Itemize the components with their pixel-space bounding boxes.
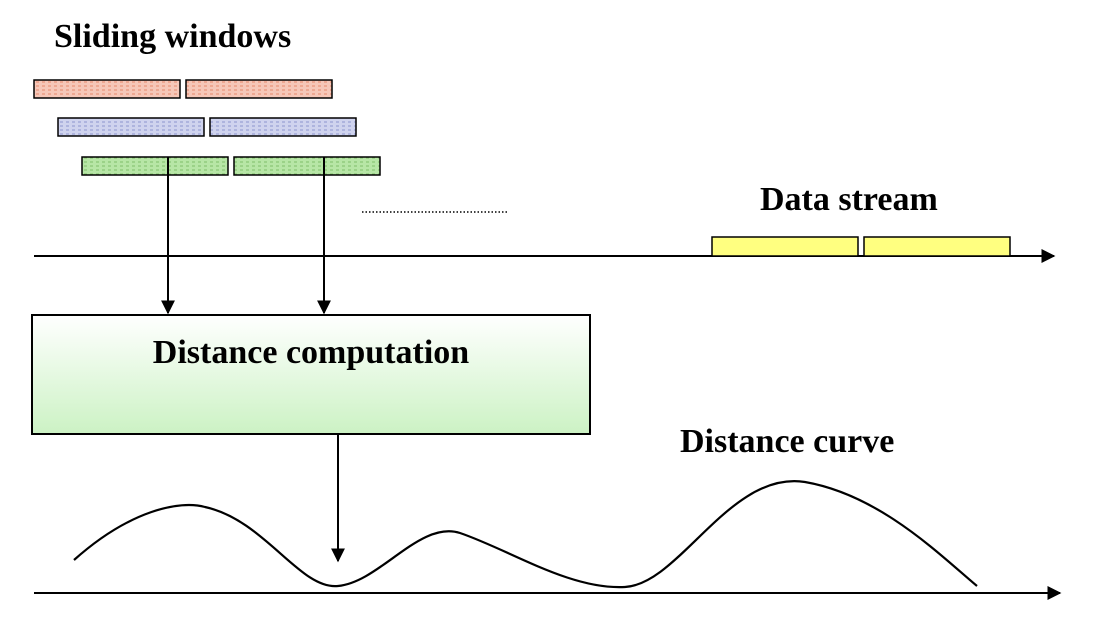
sliding-window-red-2 <box>185 79 333 99</box>
sliding-window-green-1 <box>81 156 229 176</box>
sliding-windows-label: Sliding windows <box>54 18 291 55</box>
data-stream-label: Data stream <box>760 181 938 218</box>
distance-curve-label: Distance curve <box>680 423 894 460</box>
distance-computation-label: Distance computation <box>153 334 469 371</box>
data-block-1 <box>711 236 859 257</box>
distance-computation-box <box>31 314 591 435</box>
distance-curve <box>73 480 978 589</box>
sliding-window-blue-1 <box>57 117 205 137</box>
sliding-window-red-1 <box>33 79 181 99</box>
sliding-window-blue-2 <box>209 117 357 137</box>
sliding-window-green-2 <box>233 156 381 176</box>
data-block-2 <box>863 236 1011 257</box>
